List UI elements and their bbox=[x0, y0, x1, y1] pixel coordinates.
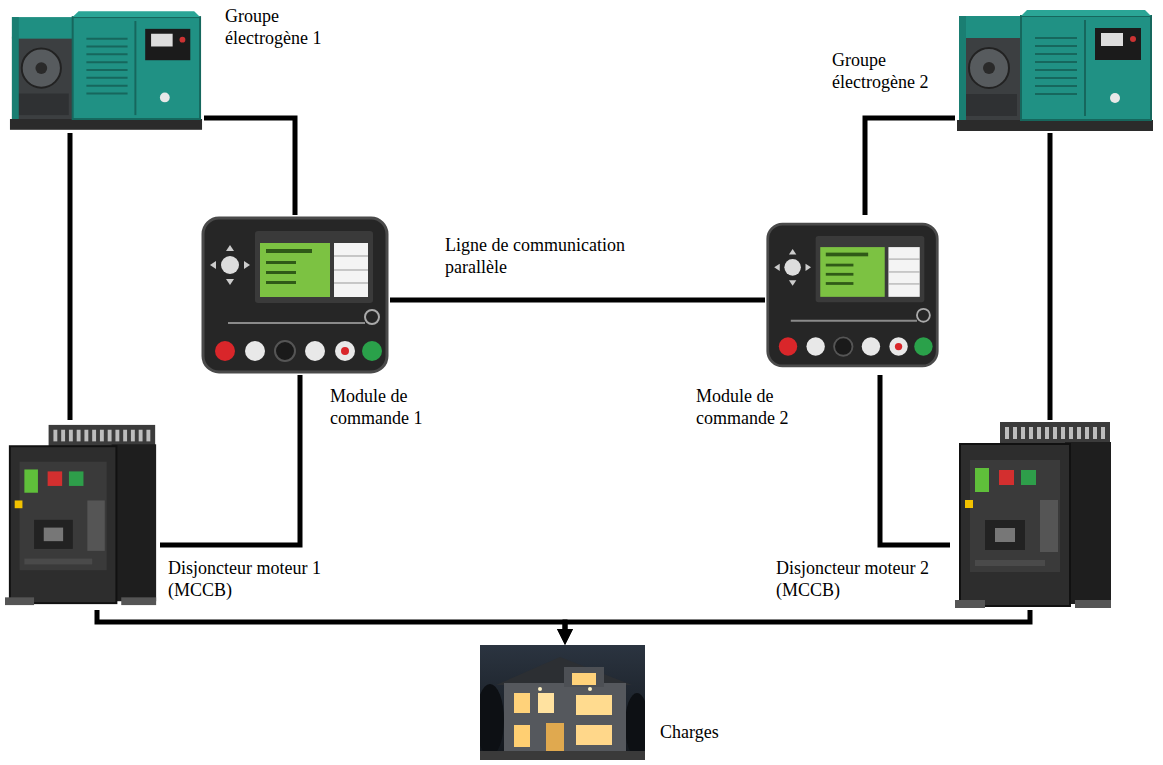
device-label-box: Module de commande 2 bbox=[696, 386, 811, 429]
controller-picture bbox=[203, 218, 387, 372]
generator-set: Groupe électrogène 1 bbox=[8, 8, 204, 133]
device-label: Disjoncteur moteur 2 (MCCB) bbox=[776, 558, 948, 601]
motor-breaker: Disjoncteur moteur 2 (MCCB) bbox=[950, 420, 1120, 610]
load-house: Charges bbox=[480, 645, 645, 760]
controller-picture bbox=[768, 224, 937, 366]
edge-label-box: Ligne de communication parallèle bbox=[442, 234, 692, 279]
device-label-box: Disjoncteur moteur 1 (MCCB) bbox=[168, 558, 358, 601]
device-label: Module de commande 1 bbox=[330, 386, 445, 429]
connector-line bbox=[565, 610, 1030, 631]
generator-picture bbox=[10, 11, 202, 130]
device-label: Module de commande 2 bbox=[696, 386, 811, 429]
control-module: Module de commande 2 bbox=[765, 215, 940, 375]
breaker-picture bbox=[5, 425, 156, 605]
connector-line bbox=[865, 118, 955, 215]
connector-line bbox=[160, 375, 300, 545]
control-module: Module de commande 1 bbox=[200, 215, 390, 375]
device-label: Groupe électrogène 2 bbox=[832, 50, 950, 93]
breaker-picture bbox=[955, 422, 1111, 608]
device-label-box: Charges bbox=[660, 722, 760, 744]
device-label: Charges bbox=[660, 722, 760, 744]
generator-picture bbox=[957, 10, 1153, 131]
device-label-box: Module de commande 1 bbox=[330, 386, 445, 429]
device-label-box: Groupe électrogène 1 bbox=[225, 6, 350, 49]
device-label-box: Disjoncteur moteur 2 (MCCB) bbox=[776, 558, 948, 601]
generator-set: Groupe électrogène 2 bbox=[955, 8, 1155, 133]
device-label-box: Groupe électrogène 2 bbox=[832, 50, 950, 93]
device-label: Disjoncteur moteur 1 (MCCB) bbox=[168, 558, 358, 601]
connector-line bbox=[1048, 133, 1053, 420]
connector-line bbox=[390, 298, 765, 303]
connector-line bbox=[97, 610, 565, 631]
motor-breaker: Disjoncteur moteur 1 (MCCB) bbox=[5, 420, 160, 610]
house-picture bbox=[476, 645, 649, 760]
connector-line bbox=[68, 133, 73, 420]
device-label: Groupe électrogène 1 bbox=[225, 6, 350, 49]
connector-line bbox=[204, 118, 295, 215]
edge-label: Ligne de communication parallèle bbox=[442, 234, 692, 279]
connector-line bbox=[880, 375, 950, 545]
